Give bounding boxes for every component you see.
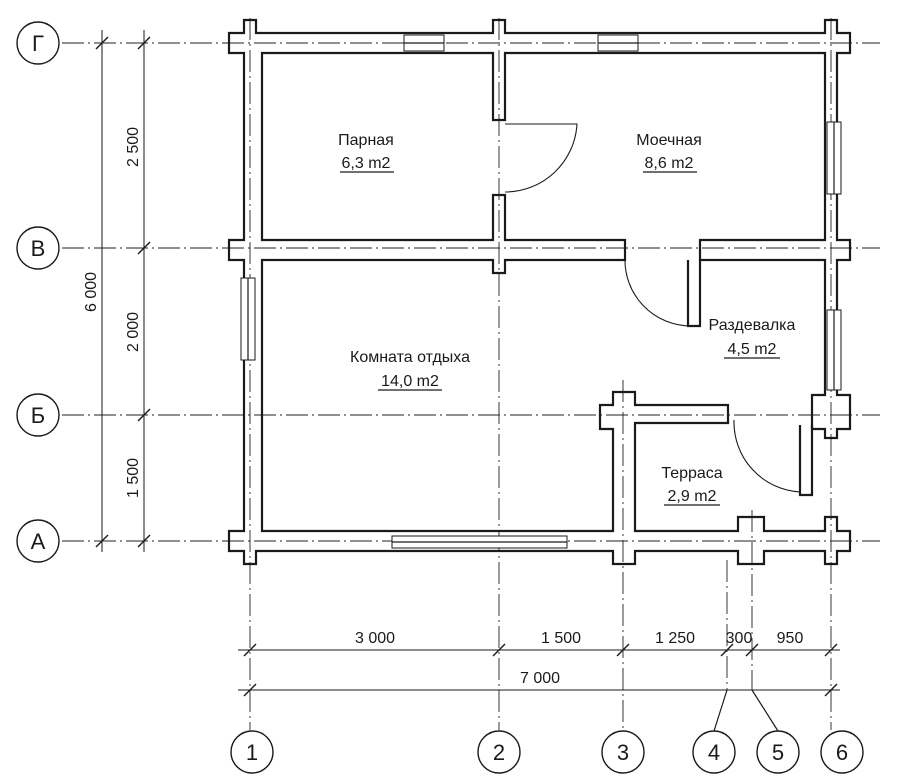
dim-bottom-1: 3 000 (355, 630, 395, 647)
dim-tick (243, 683, 257, 697)
terrace-door-jamb (798, 425, 814, 497)
room-area-rest: 14,0 m2 (381, 373, 439, 390)
dim-tick (824, 683, 838, 697)
axis-label-4: 4 (708, 740, 720, 765)
room-name-terrace: Терраса (661, 465, 722, 482)
dim-bottom-5: 950 (777, 630, 804, 647)
windows (240, 34, 842, 549)
dim-tick (824, 643, 838, 657)
room-labels: Парная 6,3 m2 Моечная 8,6 m2 Комната отд… (338, 132, 796, 506)
room-area-changing: 4,5 m2 (728, 341, 777, 358)
dim-left-2: 2 000 (125, 312, 142, 352)
axis-bubble-a (16, 519, 60, 563)
dim-left-1: 2 500 (125, 127, 142, 167)
axis-bubble-6 (820, 730, 864, 774)
dim-tick (137, 534, 151, 548)
axis-bubble-2 (477, 730, 521, 774)
dim-bottom-3: 1 250 (655, 630, 695, 647)
room-name-steam: Парная (338, 132, 394, 149)
dim-tick (616, 643, 630, 657)
axis-bubble-v (16, 226, 60, 270)
dimensions-left: 2 500 2 000 1 500 6 000 (83, 30, 151, 552)
axis-bubble-b (16, 393, 60, 437)
dim-tick (720, 643, 734, 657)
dim-tick (243, 643, 257, 657)
axis-bubble-4 (692, 730, 736, 774)
axis-label-2: 2 (493, 740, 505, 765)
door-steam-room (504, 123, 578, 193)
room-area-steam: 6,3 m2 (342, 155, 391, 172)
axis-label-g: Г (32, 31, 44, 56)
dimensions-bottom: 3 000 1 500 1 250 300 950 7 000 (238, 630, 840, 697)
dim-tick (95, 36, 109, 50)
dim-left-3: 1 500 (125, 458, 142, 498)
room-name-changing: Раздевалка (709, 317, 796, 334)
dim-left-total: 6 000 (83, 272, 100, 312)
room-area-wash: 8,6 m2 (645, 155, 694, 172)
axis-bubble-5 (756, 730, 800, 774)
door-terrace (733, 419, 801, 493)
axis-label-v: В (31, 236, 46, 261)
axis-label-1: 1 (246, 740, 258, 765)
dim-tick (492, 643, 506, 657)
dim-bottom-2: 1 500 (541, 630, 581, 647)
dim-bottom-total: 7 000 (520, 670, 560, 687)
dim-tick (137, 241, 151, 255)
axis-bubble-1 (230, 730, 274, 774)
room-area-terrace: 2,9 m2 (668, 488, 717, 505)
dim-bottom-4: 300 (726, 630, 753, 647)
room-name-wash: Моечная (636, 132, 702, 149)
dim-tick (95, 534, 109, 548)
axis-bubble-3 (601, 730, 645, 774)
axis-bubbles: Г В Б А 1 2 3 4 5 6 (16, 21, 864, 774)
door-changing-room (624, 257, 691, 327)
axis-leader-5 (751, 689, 779, 732)
dim-tick (137, 36, 151, 50)
axis-bubble-g (16, 21, 60, 65)
axis-label-a: А (31, 529, 46, 554)
dim-tick (745, 643, 759, 657)
axis-label-3: 3 (617, 740, 629, 765)
axis-label-b: Б (31, 403, 45, 428)
changing-door-jamb (686, 260, 702, 328)
axis-leader-4 (713, 689, 728, 732)
doors (504, 123, 801, 493)
dim-tick (137, 408, 151, 422)
exterior-wall-outline (227, 18, 852, 566)
axis-grid (62, 18, 880, 730)
walls (227, 18, 852, 566)
axis-label-5: 5 (772, 740, 784, 765)
room-name-rest: Комната отдыха (350, 349, 470, 366)
axis-label-6: 6 (836, 740, 848, 765)
